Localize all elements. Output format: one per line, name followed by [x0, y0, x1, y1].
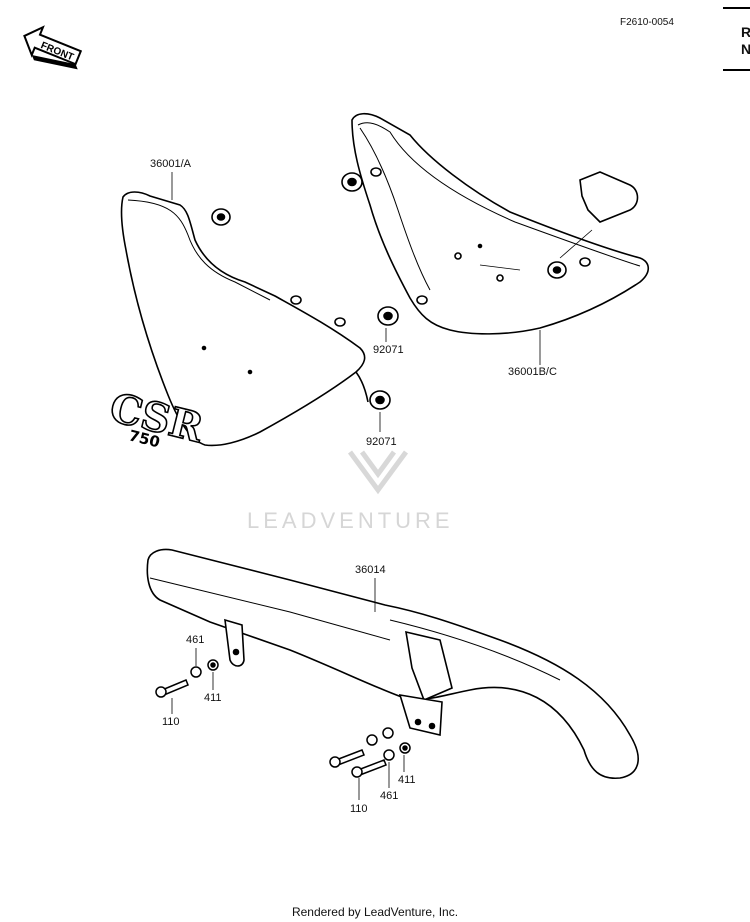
part-411-label: 411	[204, 692, 222, 704]
part-36001-bc-label: 36001B/C	[508, 366, 557, 378]
part-461-label-2: 461	[380, 790, 399, 802]
footer-text: Rendered by LeadVenture, Inc.	[291, 905, 459, 919]
front-arrow-icon: FRONT	[23, 25, 83, 70]
svg-text:CSR: CSR	[105, 384, 208, 453]
left-side-cover	[120, 191, 369, 447]
watermark-logo	[347, 450, 409, 495]
right-side-cover	[351, 112, 650, 335]
part-411-label-2: 411	[398, 774, 416, 786]
fastener-icon	[155, 659, 411, 778]
grommet-icon	[211, 172, 567, 410]
doc-code: F2610-0054	[620, 17, 674, 28]
part-36001-a-label: 36001/A	[150, 158, 191, 170]
watermark-text: LEADVENTURE	[247, 508, 454, 533]
part-461-label: 461	[186, 634, 205, 646]
csr-logo: CSR 750	[104, 383, 209, 453]
part-36014-label: 36014	[355, 564, 386, 576]
chain-case	[146, 548, 639, 779]
part-110-label: 110	[162, 716, 180, 728]
part-110-label-2: 110	[350, 803, 368, 815]
part-92071-label: 92071	[373, 344, 404, 356]
part-92071-label-2: 92071	[366, 436, 397, 448]
